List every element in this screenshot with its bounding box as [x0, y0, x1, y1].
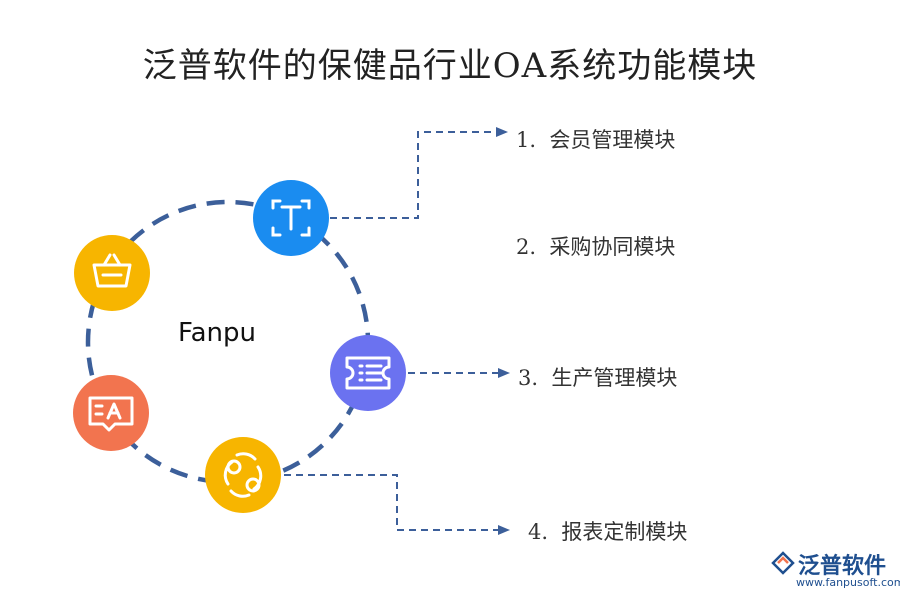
cycle-icon — [223, 452, 263, 498]
module-label: 报表定制模块 — [561, 520, 688, 544]
module-number: 1. — [516, 128, 537, 152]
ticket-list-icon — [345, 356, 391, 390]
module-label: 生产管理模块 — [551, 366, 678, 390]
module-item-3: 3. 生产管理模块 — [518, 362, 677, 392]
logo-url: www.fanpusoft.com — [796, 576, 900, 589]
text-frame-icon — [271, 199, 311, 237]
text-tool-node — [253, 180, 329, 256]
cycle-node — [205, 437, 281, 513]
fanpu-logo: 泛普软件 www.fanpusoft.com — [770, 548, 900, 594]
module-item-4: 4. 报表定制模块 — [528, 516, 687, 546]
ticket-node — [330, 335, 406, 411]
module-number: 3. — [518, 366, 539, 390]
basket-node — [74, 235, 150, 311]
module-label: 采购协同模块 — [549, 235, 676, 259]
arrowhead-1 — [496, 127, 508, 137]
logo-mark-icon — [771, 551, 795, 575]
module-number: 2. — [516, 235, 537, 259]
module-number: 4. — [528, 520, 549, 544]
logo-name: 泛普软件 — [798, 554, 887, 579]
module-item-1: 1. 会员管理模块 — [516, 124, 675, 154]
arrowhead-3 — [498, 368, 510, 378]
module-item-2: 2. 采购协同模块 — [516, 231, 675, 261]
translate-bubble-icon — [88, 396, 134, 432]
translate-node — [73, 375, 149, 451]
connector-1 — [330, 131, 506, 219]
basket-icon — [92, 253, 132, 288]
module-label: 会员管理模块 — [549, 128, 676, 152]
diagram-title: 泛普软件的保健品行业OA系统功能模块 — [142, 46, 758, 86]
center-label: Fanpu — [178, 318, 256, 348]
connector-4 — [284, 474, 506, 531]
arrowhead-4 — [498, 525, 510, 535]
